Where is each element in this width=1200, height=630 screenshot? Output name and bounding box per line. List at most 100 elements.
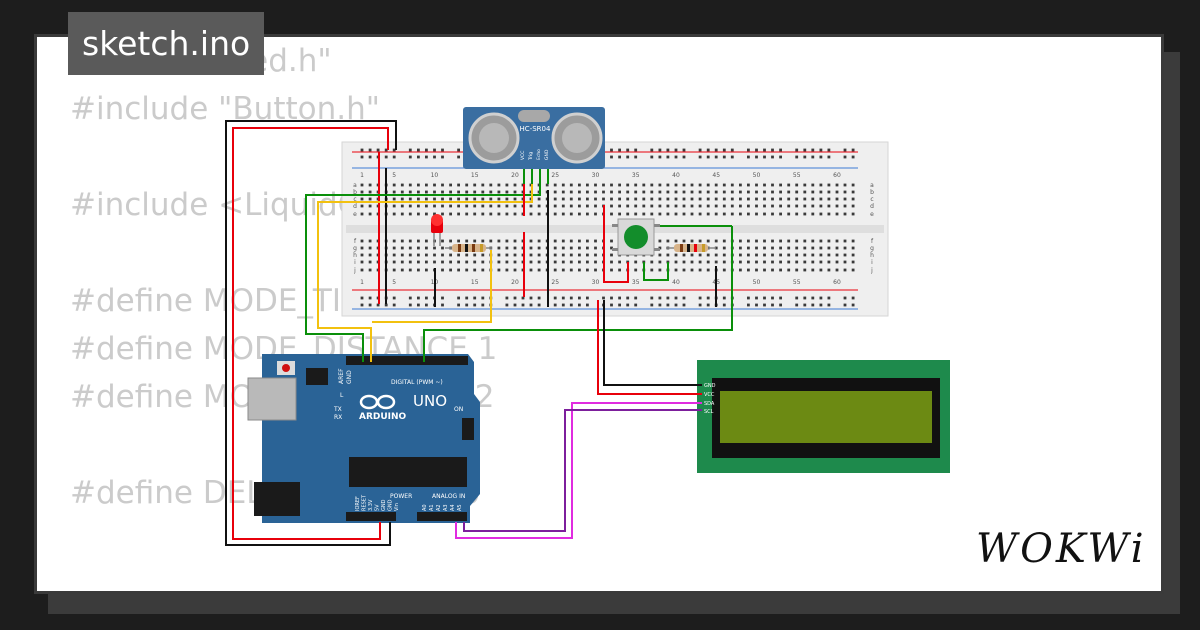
breadboard-hole — [529, 246, 533, 250]
breadboard-hole — [408, 303, 412, 307]
breadboard-hole — [408, 260, 412, 264]
breadboard-hole — [368, 296, 372, 300]
breadboard-hole — [827, 190, 831, 194]
breadboard-hole — [843, 260, 847, 264]
breadboard-hole — [787, 183, 791, 187]
breadboard-hole — [433, 253, 436, 257]
breadboard-hole — [811, 212, 815, 216]
breadboard-hole — [376, 148, 380, 152]
file-tab[interactable]: sketch.ino — [68, 12, 265, 75]
breadboard-hole — [610, 253, 613, 257]
breadboard-hole — [682, 155, 686, 159]
breadboard-hole — [674, 253, 678, 257]
breadboard-hole — [553, 197, 557, 201]
breadboard-hole — [505, 204, 509, 208]
breadboard-hole — [513, 253, 517, 257]
breadboard-hole — [513, 190, 517, 194]
breadboard-hole — [706, 155, 710, 159]
breadboard-hole — [811, 204, 815, 208]
breadboard-hole — [360, 155, 364, 159]
breadboard-row-label: i — [354, 259, 356, 266]
breadboard-hole — [795, 148, 799, 152]
lcd-display[interactable]: GND VCC SDA SCL — [697, 360, 950, 473]
breadboard-hole — [561, 268, 565, 272]
breadboard-hole — [626, 303, 630, 307]
breadboard-hole — [594, 204, 597, 208]
breadboard-hole — [578, 212, 581, 216]
breadboard-hole — [586, 183, 589, 187]
breadboard-hole — [674, 155, 678, 159]
breadboard-row-label: e — [870, 211, 874, 218]
breadboard-hole — [827, 303, 831, 307]
breadboard-hole — [819, 197, 823, 201]
breadboard-hole — [658, 148, 662, 152]
breadboard-hole — [739, 190, 742, 194]
breadboard-hole — [755, 253, 758, 257]
breadboard-hole — [682, 239, 686, 243]
breadboard-hole — [811, 197, 815, 201]
breadboard-hole — [698, 239, 702, 243]
breadboard-hole — [417, 246, 420, 250]
breadboard-hole — [722, 148, 726, 152]
breadboard-hole — [505, 183, 509, 187]
led-red[interactable] — [431, 214, 443, 246]
breadboard-hole — [400, 268, 404, 272]
breadboard-hole — [771, 246, 774, 250]
breadboard-hole — [400, 197, 404, 201]
breadboard-hole — [779, 246, 782, 250]
breadboard-hole — [481, 204, 485, 208]
breadboard-hole — [771, 296, 774, 300]
breadboard-hole — [803, 260, 807, 264]
breadboard-hole — [610, 197, 613, 201]
breadboard-hole — [650, 296, 654, 300]
push-button[interactable] — [612, 218, 660, 256]
breadboard-hole — [682, 212, 686, 216]
breadboard-hole — [763, 296, 766, 300]
breadboard-column-label: 1 — [360, 279, 364, 286]
breadboard-hole — [392, 197, 396, 201]
arduino-uno[interactable]: AREF GND DIGITAL (PWM ~) L TX RX ON ARDU… — [247, 354, 480, 523]
breadboard-hole — [578, 303, 581, 307]
breadboard-hole — [408, 296, 412, 300]
breadboard-hole — [690, 253, 694, 257]
breadboard-hole — [642, 183, 646, 187]
breadboard-hole — [392, 239, 396, 243]
breadboard[interactable]: 1155101015152020252530303535404045455050… — [341, 141, 889, 317]
breadboard-hole — [787, 212, 791, 216]
breadboard-hole — [650, 190, 654, 194]
breadboard-column-label: 40 — [672, 172, 680, 179]
breadboard-hole — [819, 190, 823, 194]
breadboard-hole — [586, 268, 589, 272]
breadboard-hole — [594, 253, 597, 257]
breadboard-column-label: 55 — [793, 279, 801, 286]
breadboard-hole — [827, 268, 831, 272]
breadboard-hole — [747, 190, 750, 194]
breadboard-hole — [835, 260, 839, 264]
resistor-1[interactable] — [445, 244, 492, 252]
reset-button — [282, 364, 290, 372]
breadboard-hole — [473, 204, 477, 208]
ultrasonic-sensor[interactable]: HC-SR04 VCC Trig Echo GND — [463, 107, 605, 184]
breadboard-hole — [763, 268, 766, 272]
breadboard-hole — [360, 296, 364, 300]
breadboard-hole — [400, 253, 404, 257]
breadboard-hole — [505, 303, 509, 307]
wire-green — [305, 184, 541, 362]
breadboard-hole — [827, 183, 831, 187]
breadboard-hole — [561, 197, 565, 201]
breadboard-hole — [417, 204, 420, 208]
breadboard-hole — [843, 155, 847, 159]
breadboard-hole — [634, 155, 638, 159]
breadboard-column-label: 55 — [793, 172, 801, 179]
breadboard-hole — [779, 183, 782, 187]
breadboard-hole — [473, 253, 477, 257]
breadboard-hole — [569, 190, 573, 194]
breadboard-hole — [618, 268, 621, 272]
breadboard-hole — [441, 246, 444, 250]
breadboard-hole — [795, 212, 799, 216]
breadboard-hole — [505, 246, 509, 250]
breadboard-hole — [368, 204, 372, 208]
breadboard-hole — [714, 246, 718, 250]
resistor-2[interactable] — [666, 244, 716, 252]
breadboard-hole — [594, 239, 597, 243]
